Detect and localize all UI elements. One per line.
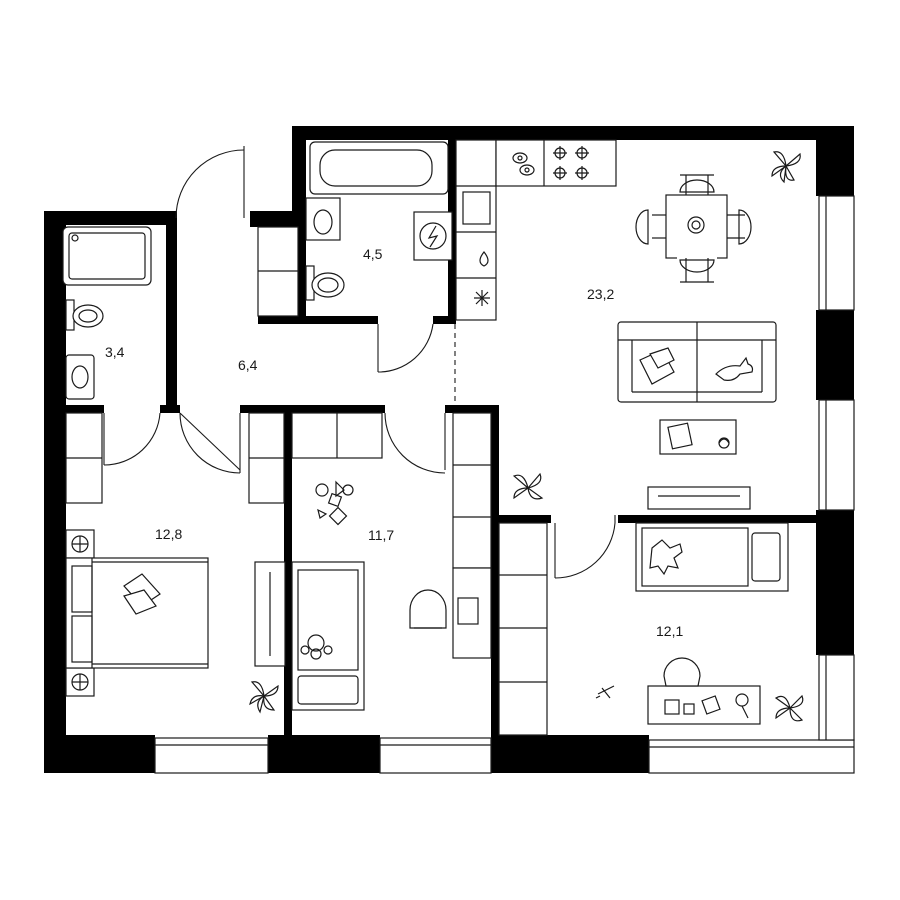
kitchen-counter-top bbox=[495, 139, 617, 187]
wall-bed1-bed2 bbox=[284, 405, 292, 735]
cat-icon bbox=[715, 356, 754, 381]
wall-left bbox=[44, 211, 66, 773]
window-bottom-3 bbox=[648, 739, 855, 774]
desk-chair bbox=[409, 589, 447, 629]
area-label-bathroom-small: 3,4 bbox=[105, 344, 125, 360]
wall-top-right bbox=[292, 126, 854, 140]
area-label-bedroom-left: 12,8 bbox=[155, 526, 182, 542]
window-right-1 bbox=[818, 195, 855, 311]
wall-right-2 bbox=[816, 310, 854, 400]
single-bed bbox=[635, 522, 789, 592]
wall-bath-bottom-a bbox=[258, 316, 378, 324]
wall-top-left bbox=[44, 211, 176, 225]
toy-bunny-icon bbox=[649, 539, 683, 576]
dining-table bbox=[635, 174, 752, 283]
window-right-2 bbox=[818, 399, 855, 511]
window-bottom-1 bbox=[154, 737, 269, 774]
wall-bed2-top bbox=[240, 405, 385, 413]
walls bbox=[44, 126, 854, 773]
bath-sink bbox=[305, 197, 341, 241]
area-label-kitchen-living: 23,2 bbox=[587, 286, 614, 302]
bedroom-middle-furniture bbox=[291, 480, 492, 711]
wardrobes bbox=[65, 226, 548, 736]
area-label-bedroom-right: 12,1 bbox=[656, 623, 683, 639]
wall-hall-top bbox=[250, 211, 306, 227]
bedroom-left-furniture bbox=[65, 529, 286, 714]
windows bbox=[154, 195, 855, 774]
bedroom-right-furniture bbox=[595, 522, 804, 725]
wall-right-3 bbox=[816, 510, 854, 655]
window-bottom-2 bbox=[379, 737, 492, 774]
kitchen-fixtures bbox=[455, 139, 801, 510]
wall-bottom-2 bbox=[268, 735, 380, 773]
teddy-icon bbox=[300, 634, 333, 660]
water-drop-icon bbox=[479, 251, 489, 267]
sink-small bbox=[65, 354, 95, 400]
area-label-hallway: 6,4 bbox=[238, 357, 258, 373]
small-bathroom-fixtures bbox=[62, 226, 152, 400]
airplane-toy-icon bbox=[595, 685, 615, 699]
plant-icon bbox=[771, 151, 801, 184]
desk-middle bbox=[452, 567, 492, 659]
bed3-wardrobe bbox=[498, 522, 548, 736]
wall-bath-bottom-b bbox=[433, 316, 453, 324]
wall-bed1-top-b bbox=[160, 405, 180, 413]
area-label-bedroom-middle: 11,7 bbox=[368, 527, 394, 543]
kitchen-items-icon bbox=[512, 152, 535, 176]
wall-bottom-3 bbox=[491, 735, 649, 773]
plant-icon bbox=[512, 472, 544, 500]
kitchen-counter-left bbox=[455, 139, 497, 321]
bathtub bbox=[309, 141, 449, 195]
wall-bed3-top-a bbox=[499, 515, 551, 523]
toys-icon bbox=[315, 480, 354, 526]
desk-chair-right bbox=[663, 657, 701, 687]
wall-right-1 bbox=[816, 126, 854, 196]
sofa bbox=[617, 321, 777, 403]
wall-bottom-1 bbox=[44, 735, 155, 773]
wall-bed2-top-b bbox=[445, 405, 499, 413]
stove bbox=[553, 146, 589, 180]
area-labels: 3,4 6,4 4,5 23,2 12,8 11,7 12,1 bbox=[105, 246, 683, 639]
area-label-bathroom: 4,5 bbox=[363, 246, 383, 262]
child-bed bbox=[291, 561, 365, 711]
wall-bed2-bed3 bbox=[491, 405, 499, 735]
desk-items-icon bbox=[664, 693, 749, 719]
shower-tray bbox=[62, 226, 152, 286]
tv-stand bbox=[647, 486, 751, 510]
window-right-3 bbox=[818, 654, 855, 741]
plant-icon bbox=[249, 681, 279, 714]
wall-bed3-top-b bbox=[618, 515, 816, 523]
doors bbox=[103, 146, 616, 579]
plant-icon bbox=[774, 694, 804, 722]
bath-toilet bbox=[311, 272, 345, 298]
wall-bed1-top-a bbox=[66, 405, 104, 413]
kitchen-wardrobe bbox=[452, 412, 492, 569]
bathroom-fixtures bbox=[305, 141, 453, 301]
coffee-table bbox=[659, 419, 737, 455]
toilet bbox=[72, 304, 104, 328]
wall-bath-small-right bbox=[166, 211, 177, 409]
